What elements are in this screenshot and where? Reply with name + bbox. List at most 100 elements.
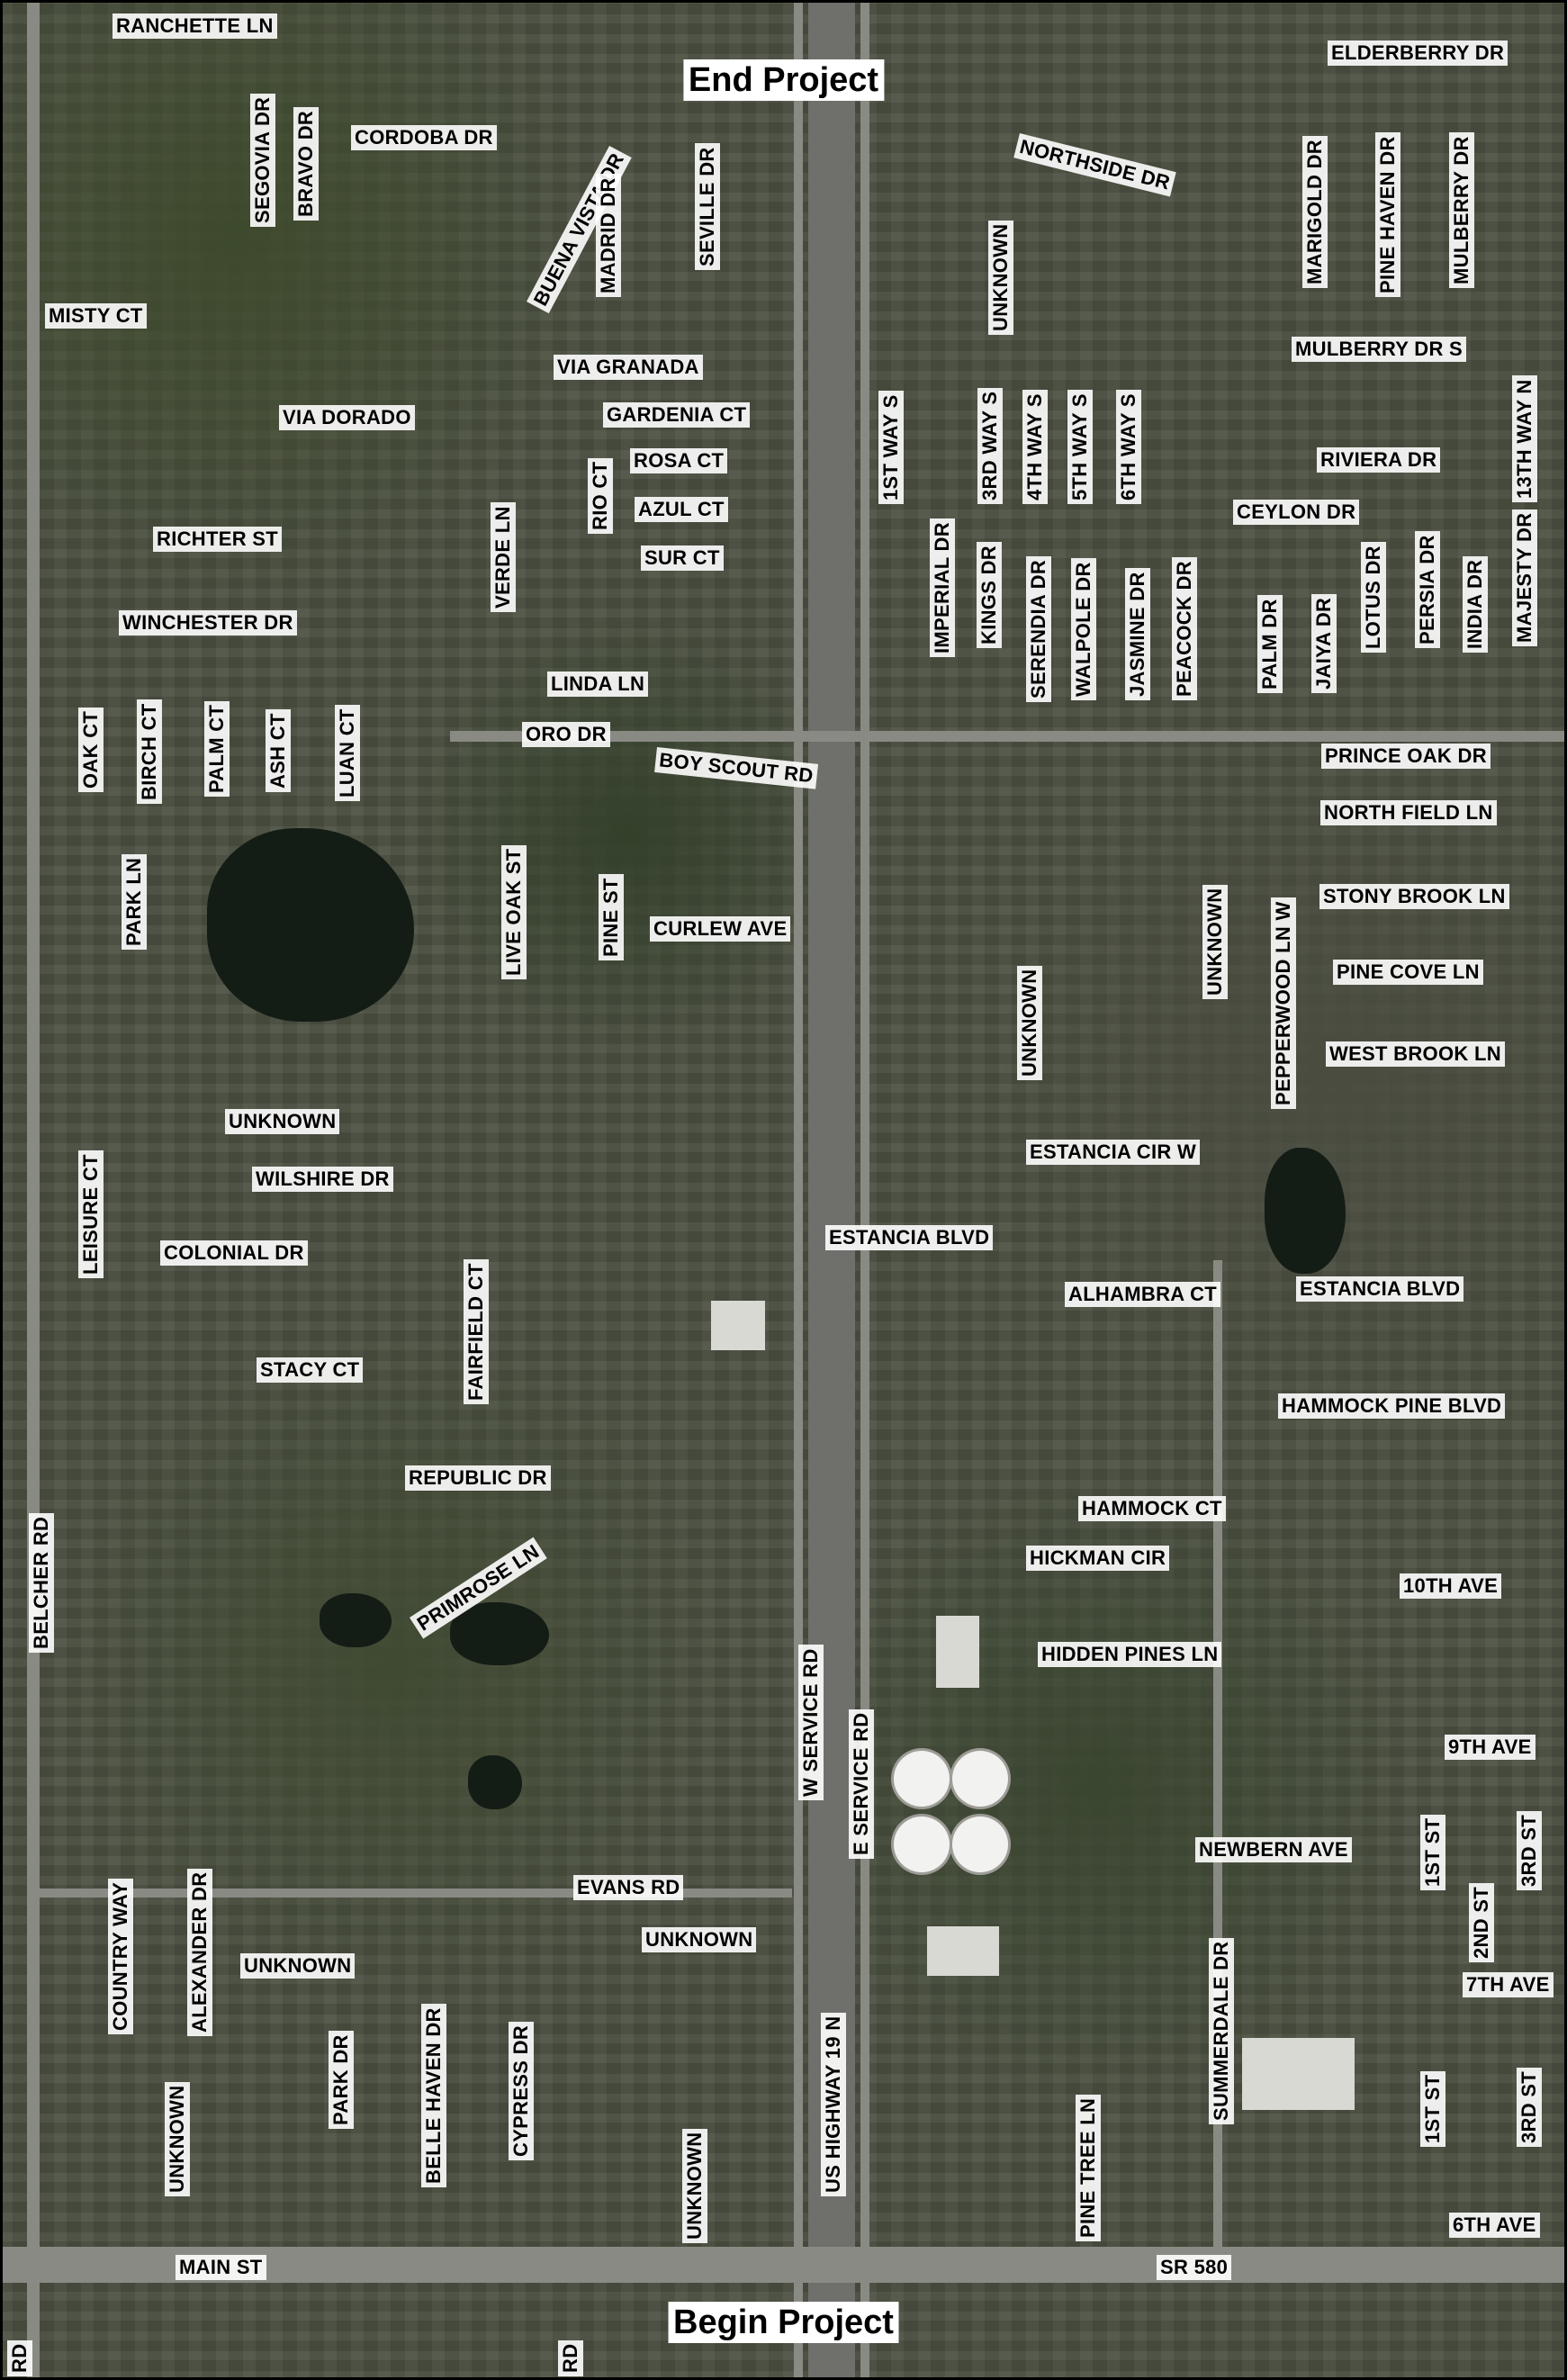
street-label: WINCHESTER DR <box>119 610 297 636</box>
street-label: 3RD WAY S <box>977 387 1003 504</box>
street-label: BRAVO DR <box>293 106 319 221</box>
street-label: WILSHIRE DR <box>252 1167 393 1192</box>
street-label: 1ST WAY S <box>878 391 904 504</box>
street-label: NORTHSIDE DR <box>1013 133 1176 197</box>
storage-tank <box>894 1817 950 1872</box>
street-label: 1ST ST <box>1420 1814 1445 1890</box>
street-label: PERSIA DR <box>1415 531 1440 648</box>
street-label: ESTANCIA CIR W <box>1026 1140 1201 1165</box>
east-service-road <box>860 0 869 2380</box>
street-label: RD <box>7 2339 32 2376</box>
street-label: MULBERRY DR S <box>1292 337 1467 362</box>
street-label: PINE ST <box>599 874 624 960</box>
street-label: UNKNOWN <box>642 1927 757 1952</box>
street-label: ALEXANDER DR <box>187 1868 212 2036</box>
street-label: STACY CT <box>257 1357 364 1383</box>
street-label: MARIGOLD DR <box>1302 136 1328 288</box>
street-label: PEPPERWOOD LN W <box>1271 897 1296 1109</box>
street-label: MULBERRY DR <box>1449 132 1474 288</box>
street-label: EVANS RD <box>573 1875 684 1900</box>
street-label: JAIYA DR <box>1311 593 1337 693</box>
street-label: RANCHETTE LN <box>113 14 277 39</box>
street-label: 5TH WAY S <box>1067 390 1093 504</box>
street-label: PINE HAVEN DR <box>1375 132 1400 297</box>
street-label: 4TH WAY S <box>1022 390 1048 504</box>
street-label: KINGS DR <box>977 542 1002 648</box>
street-label: NEWBERN AVE <box>1195 1837 1352 1862</box>
street-label: 1ST ST <box>1420 2070 1445 2147</box>
building <box>936 1616 979 1688</box>
pond <box>450 1602 549 1665</box>
street-label: PARK DR <box>329 2031 354 2129</box>
street-label: PARK LN <box>122 853 147 950</box>
street-label: LEISURE CT <box>78 1150 104 1278</box>
street-label: REPUBLIC DR <box>405 1465 551 1491</box>
summerdale-drive <box>1213 1260 1222 2250</box>
street-label: UNKNOWN <box>1017 965 1042 1080</box>
pond <box>1265 1148 1346 1274</box>
street-label: RIO CT <box>588 457 613 534</box>
street-label: LINDA LN <box>547 672 649 697</box>
street-label: WEST BROOK LN <box>1326 1041 1505 1067</box>
boy-scout-road <box>450 731 1567 742</box>
street-label: LIVE OAK ST <box>501 844 527 979</box>
street-label: PALM DR <box>1257 595 1283 693</box>
street-label: LUAN CT <box>335 705 360 801</box>
street-label: CYPRESS DR <box>509 2021 534 2160</box>
street-label: VIA GRANADA <box>554 355 703 380</box>
street-label: JASMINE DR <box>1125 568 1150 700</box>
street-label: HIDDEN PINES LN <box>1038 1642 1222 1667</box>
storage-tank <box>952 1751 1008 1807</box>
building <box>927 1926 999 1976</box>
end-project-label: End Project <box>682 59 885 101</box>
street-label: VIA DORADO <box>279 405 415 430</box>
street-label: SEVILLE DR <box>695 143 720 270</box>
street-label: MISTY CT <box>45 303 147 329</box>
street-label: UNKNOWN <box>988 220 1013 335</box>
street-label: BELLE HAVEN DR <box>421 2004 446 2187</box>
street-label: COUNTRY WAY <box>108 1878 133 2034</box>
street-label: NORTH FIELD LN <box>1320 800 1497 825</box>
street-label: ESTANCIA BLVD <box>1296 1276 1464 1302</box>
street-label: BELCHER RD <box>29 1512 54 1653</box>
street-label: UNKNOWN <box>225 1109 340 1134</box>
storage-tank <box>952 1817 1008 1872</box>
pond <box>320 1593 392 1647</box>
street-label: CORDOBA DR <box>351 125 497 150</box>
street-label: MADRID DR <box>596 174 621 297</box>
street-label: HAMMOCK CT <box>1078 1496 1226 1521</box>
street-label: AZUL CT <box>635 497 728 522</box>
street-label: CURLEW AVE <box>650 916 791 942</box>
street-label: SR 580 <box>1157 2255 1232 2280</box>
street-label: RD <box>558 2339 583 2376</box>
street-label: UNKNOWN <box>165 2081 190 2196</box>
street-label: PINE TREE LN <box>1076 2094 1101 2241</box>
street-label: SUR CT <box>641 545 724 571</box>
street-label: ASH CT <box>266 709 291 792</box>
begin-project-label: Begin Project <box>668 2302 899 2343</box>
street-label: ROSA CT <box>630 448 728 473</box>
lake <box>207 828 414 1022</box>
street-label: 10TH AVE <box>1400 1573 1502 1599</box>
street-label: HICKMAN CIR <box>1026 1546 1170 1571</box>
street-label: RIVIERA DR <box>1317 447 1441 473</box>
street-label: SUMMERDALE DR <box>1209 1937 1234 2124</box>
street-label: COLONIAL DR <box>160 1240 308 1266</box>
street-label: 2ND ST <box>1469 1882 1494 1962</box>
street-label: LOTUS DR <box>1361 542 1386 653</box>
building <box>711 1301 765 1350</box>
street-label: RICHTER ST <box>153 527 282 552</box>
street-label: 9TH AVE <box>1445 1735 1535 1760</box>
street-label: 3RD ST <box>1517 1810 1542 1890</box>
belcher-road <box>27 0 40 2380</box>
street-label: ELDERBERRY DR <box>1328 41 1508 66</box>
evans-road <box>36 1889 792 1898</box>
street-label: SERENDIA DR <box>1026 555 1051 702</box>
street-label: SEGOVIA DR <box>250 93 275 227</box>
street-label: W SERVICE RD <box>798 1645 824 1800</box>
street-label: VERDE LN <box>491 502 516 612</box>
street-label: E SERVICE RD <box>849 1708 874 1859</box>
street-label: WALPOLE DR <box>1071 558 1096 700</box>
street-label: 6TH WAY S <box>1116 390 1141 504</box>
